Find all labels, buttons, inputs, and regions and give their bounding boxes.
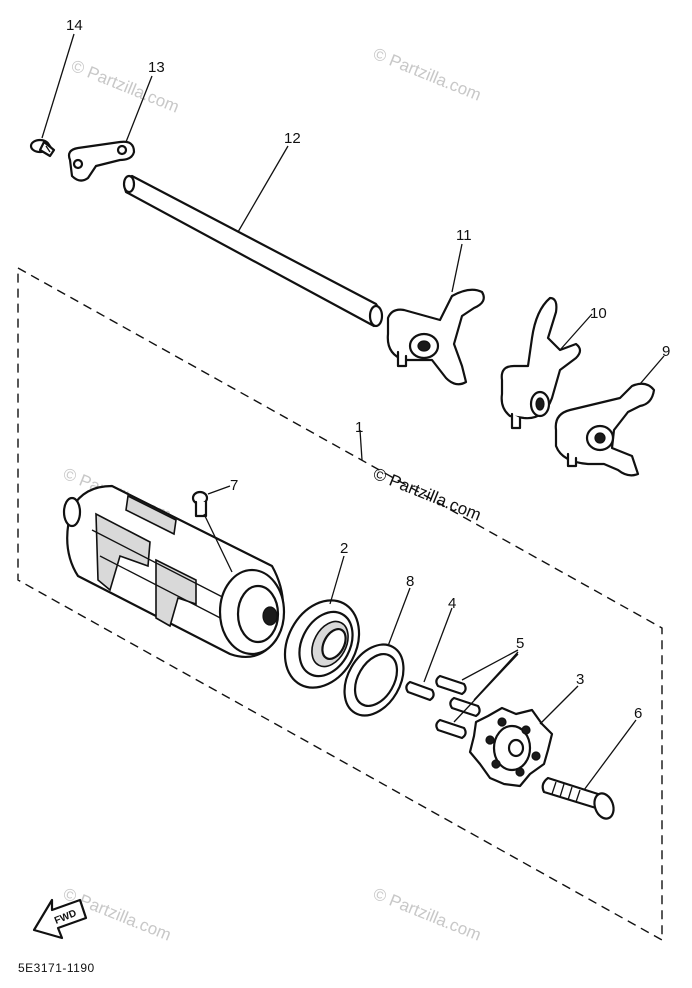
part-8-ring (343, 643, 405, 717)
diagram-code: 5E3171-1190 (18, 961, 95, 975)
part-11-shift-fork (386, 288, 485, 386)
assembly-boundary (17, 266, 663, 942)
callout-8: 8 (406, 573, 414, 590)
forward-arrow: FWD (32, 898, 88, 940)
callout-6: 6 (634, 705, 642, 722)
watermark-top-left: © Partzilla.com (69, 56, 182, 117)
callout-7: 7 (230, 477, 238, 494)
callout-9: 9 (662, 343, 670, 360)
callout-12: 12 (284, 130, 301, 147)
leader-lines (41, 33, 665, 791)
callout-2: 2 (340, 540, 348, 557)
part-5-pins (435, 674, 481, 740)
callout-3: 3 (576, 671, 584, 688)
callout-14: 14 (66, 17, 83, 34)
watermark-top-right: © Partzilla.com (371, 44, 484, 105)
callout-labels: 14 13 12 11 10 9 1 7 2 8 4 5 3 6 (66, 17, 670, 722)
callout-13: 13 (148, 59, 165, 76)
part-9-shift-fork (554, 382, 656, 477)
part-12-shaft (122, 174, 384, 328)
callout-11: 11 (456, 227, 472, 244)
watermark-center: © Partzilla.com (371, 464, 484, 525)
part-7-pin (191, 490, 209, 518)
callout-1: 1 (355, 419, 363, 436)
callout-4: 4 (448, 595, 456, 612)
part-6-bolt (541, 776, 615, 820)
part-3-segment (468, 706, 554, 788)
watermark-bottom-right: © Partzilla.com (371, 884, 484, 945)
callout-5: 5 (516, 635, 524, 652)
part-14-screw (29, 138, 56, 158)
callout-10: 10 (590, 305, 607, 322)
part-4-pin (405, 680, 435, 702)
part-10-shift-fork (500, 296, 582, 430)
part-shift-drum (62, 484, 286, 658)
part-13-plate (67, 140, 136, 182)
part-2-bearing (283, 599, 361, 689)
